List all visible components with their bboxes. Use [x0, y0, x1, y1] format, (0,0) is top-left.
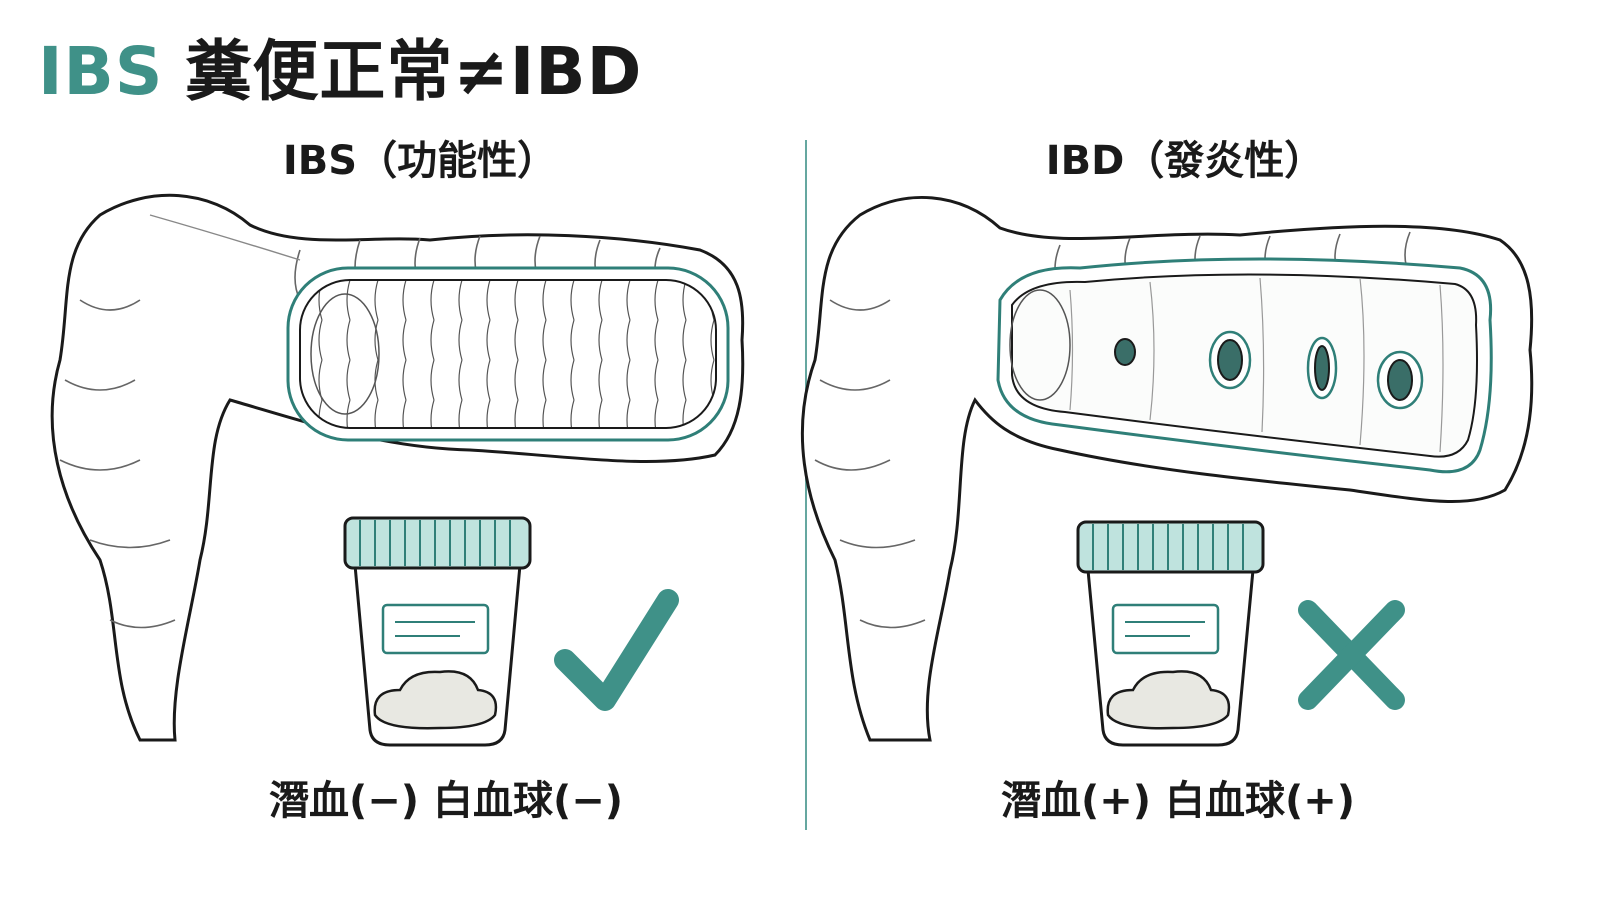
ibs-panel-title: IBS（功能性）: [282, 138, 558, 184]
ibd-panel-title: IBD（發炎性）: [1045, 138, 1325, 184]
healthy-colon-illustration: [50, 193, 745, 742]
check-icon: [554, 589, 679, 711]
panel-divider: [805, 140, 807, 830]
title-rest: 糞便正常≠IBD: [185, 33, 643, 110]
stool-sample-cup-abnormal: [1076, 520, 1265, 747]
ulcer-lesions: [1114, 330, 1424, 410]
cross-icon: [1298, 600, 1405, 710]
page-title: IBS 糞便正常≠IBD: [38, 18, 642, 114]
ibd-test-result: 潛血(+) 白血球(+): [1000, 778, 1356, 824]
ibs-test-result: 潛血(−) 白血球(−): [268, 778, 624, 824]
inflamed-colon-illustration: [800, 196, 1534, 742]
title-accent: IBS: [38, 33, 164, 110]
stool-sample-cup-normal: [343, 516, 532, 747]
